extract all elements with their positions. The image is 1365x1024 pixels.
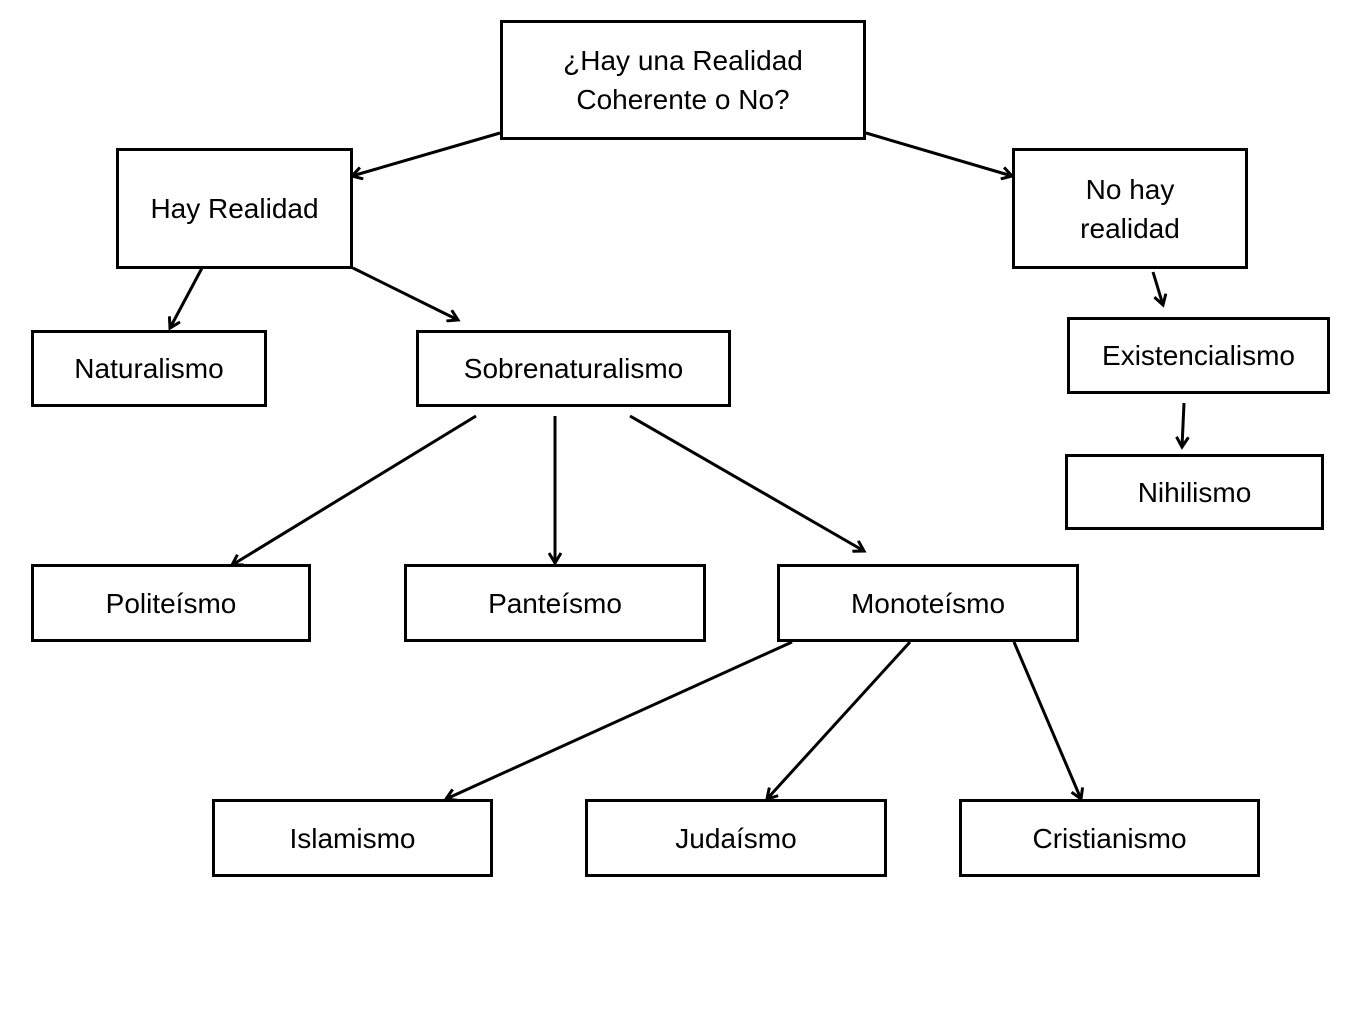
node-judaismo: Judaísmo: [585, 799, 887, 877]
node-root-line-2: Coherente o No?: [576, 84, 790, 115]
node-panteismo-label: Panteísmo: [488, 587, 622, 619]
arrow-monoteismo-to-judaismo: [767, 640, 912, 799]
node-politeismo-label: Politeísmo: [105, 587, 237, 619]
node-root: ¿Hay una Realidad Coherente o No?: [500, 20, 866, 140]
node-no-hay-realidad-line-1: No hay: [1085, 173, 1175, 205]
node-sobrenaturalismo: Sobrenaturalismo: [416, 330, 731, 407]
arrow-root-to-hay-realidad: [352, 131, 501, 176]
arrow-root-to-no-hay-realidad: [865, 131, 1012, 176]
node-hay-realidad: Hay Realidad: [116, 148, 353, 269]
node-no-hay-realidad: No hay realidad: [1012, 148, 1248, 269]
node-root-line-1: ¿Hay una Realidad: [563, 45, 803, 76]
arrow-sobrenaturalismo-to-monoteismo: [629, 414, 864, 551]
arrow-hay-realidad-to-sobrenaturalismo: [352, 266, 458, 320]
node-sobrenaturalismo-label: Sobrenaturalismo: [463, 353, 684, 384]
node-existencialismo: Existencialismo: [1067, 317, 1330, 394]
node-cristianismo: Cristianismo: [959, 799, 1260, 877]
node-politeismo: Politeísmo: [31, 564, 311, 642]
node-panteismo: Panteísmo: [404, 564, 706, 642]
arrow-sobrenaturalismo-to-politeismo: [232, 414, 477, 565]
node-cristianismo-label: Cristianismo: [1032, 822, 1187, 854]
arrow-hay-realidad-to-naturalismo: [170, 267, 204, 328]
node-nihilismo-label: Nihilismo: [1137, 476, 1252, 508]
node-naturalismo: Naturalismo: [31, 330, 267, 407]
arrow-monoteismo-to-islamismo: [446, 640, 793, 799]
node-nihilismo: Nihilismo: [1065, 454, 1324, 530]
arrow-monoteismo-to-cristianismo: [1012, 641, 1081, 799]
arrow-no-hay-realidad-to-existencialismo: [1151, 271, 1163, 305]
node-no-hay-realidad-line-2: realidad: [1080, 212, 1180, 244]
node-naturalismo-label: Naturalismo: [74, 353, 224, 384]
node-judaismo-label: Judaísmo: [675, 822, 797, 854]
node-islamismo-label: Islamismo: [289, 822, 416, 854]
node-hay-realidad-label: Hay Realidad: [150, 193, 319, 224]
node-monoteismo-label: Monoteísmo: [850, 587, 1006, 619]
node-monoteismo: Monoteísmo: [777, 564, 1079, 642]
node-existencialismo-label: Existencialismo: [1102, 340, 1295, 371]
node-islamismo: Islamismo: [212, 799, 493, 877]
arrow-existencialismo-to-nihilismo: [1182, 402, 1184, 447]
